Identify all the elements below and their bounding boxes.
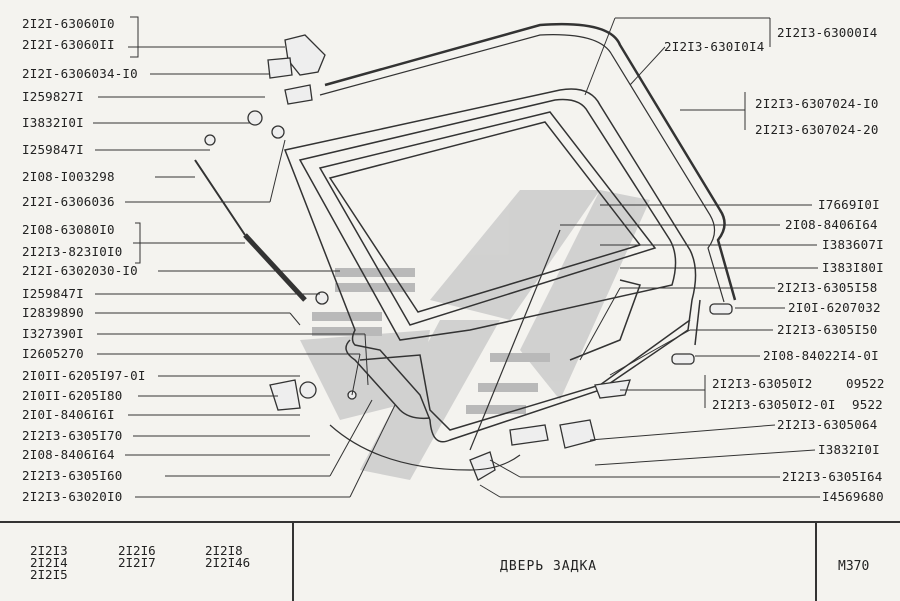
part-label: 2I2I3-630I0I4 <box>664 39 765 54</box>
part-label: 2I2I3-6307024-20 <box>755 122 879 137</box>
part-label: 2I2I-63060II <box>22 37 115 52</box>
door-seal <box>324 22 737 301</box>
part-label: 2I08-8406I64 <box>785 217 878 232</box>
part-label: 2I2I3-63050I2-0I <box>712 397 836 412</box>
part-label: 2I08-I003298 <box>22 169 115 184</box>
part-label: 2I2I3-823I0I0 <box>22 244 123 259</box>
part-label: I383I80I <box>822 260 884 275</box>
part-label: 2I08-8406I64 <box>22 447 115 462</box>
part-label: I383607I <box>822 237 884 252</box>
part-label: 2I2I3-6305I64 <box>782 469 883 484</box>
watermark-stripes <box>312 268 550 414</box>
part-label: 2I0II-6205I97-0I <box>22 368 146 383</box>
part-label: I2839890 <box>22 305 84 320</box>
model-code: 2I2I7 <box>118 555 156 570</box>
model-code: 2I2I6 <box>118 543 156 558</box>
model-code: 2I2I46 <box>205 555 251 570</box>
part-label: 2I0I-8406I6I <box>22 407 115 422</box>
part-label: 2I2I-6302030-I0 <box>22 263 138 278</box>
part-label: I2605270 <box>22 346 84 361</box>
gas-strut <box>194 159 307 302</box>
part-label: 2I0II-6205I80 <box>22 388 123 403</box>
leader-lines <box>93 46 396 498</box>
part-label: 2I2I3-63020I0 <box>22 489 123 504</box>
part-label: I327390I <box>22 326 84 341</box>
model-code: 2I2I4 <box>30 555 68 570</box>
part-label: 2I2I-6306036 <box>22 194 115 209</box>
part-label: 2I2I-6306034-I0 <box>22 66 138 81</box>
part-label: I7669I0I <box>818 197 880 212</box>
part-label: I259847I <box>22 286 84 301</box>
release-cable <box>329 424 521 471</box>
model-code: 2I2I5 <box>30 567 68 582</box>
part-label: 09522 <box>846 376 885 391</box>
part-label: I3832I0I <box>818 442 880 457</box>
model-code: 2I2I3 <box>30 543 68 558</box>
drawing-title: ДВЕРЬ ЗАДКА <box>500 559 598 574</box>
part-label: 9522 <box>852 397 883 412</box>
exploded-diagram <box>93 16 820 498</box>
part-label: I259827I <box>22 89 84 104</box>
page-number: M370 <box>838 559 870 574</box>
part-label: 2I2I3-6305I60 <box>22 468 123 483</box>
part-label: I4569680 <box>822 489 884 504</box>
title-block: 2I2I3 2I2I4 2I2I5 2I2I6 2I2I7 2I2I8 2I2I… <box>0 521 900 601</box>
part-label: 2I2I3-6305I50 <box>777 322 878 337</box>
part-label: 2I0I-6207032 <box>788 300 881 315</box>
watermark-logo <box>300 190 650 480</box>
hinge-parts <box>204 34 733 481</box>
part-label: 2I2I-63060I0 <box>22 16 115 31</box>
part-label: 2I2I3-6307024-I0 <box>755 96 879 111</box>
part-label: 2I08-63080I0 <box>22 222 115 237</box>
part-label: 2I2I3-6305064 <box>777 417 878 432</box>
model-code: 2I2I8 <box>205 543 243 558</box>
part-label: 2I2I3-63050I2 <box>712 376 813 391</box>
part-label: 2I2I3-6305I58 <box>777 280 878 295</box>
part-label: 2I08-84022I4-0I <box>763 348 879 363</box>
part-label: 2I2I3-6305I70 <box>22 428 123 443</box>
part-label: I259847I <box>22 142 84 157</box>
part-label: I3832I0I <box>22 115 84 130</box>
leader-lines-right <box>479 17 820 498</box>
part-label: 2I2I3-63000I4 <box>777 25 878 40</box>
